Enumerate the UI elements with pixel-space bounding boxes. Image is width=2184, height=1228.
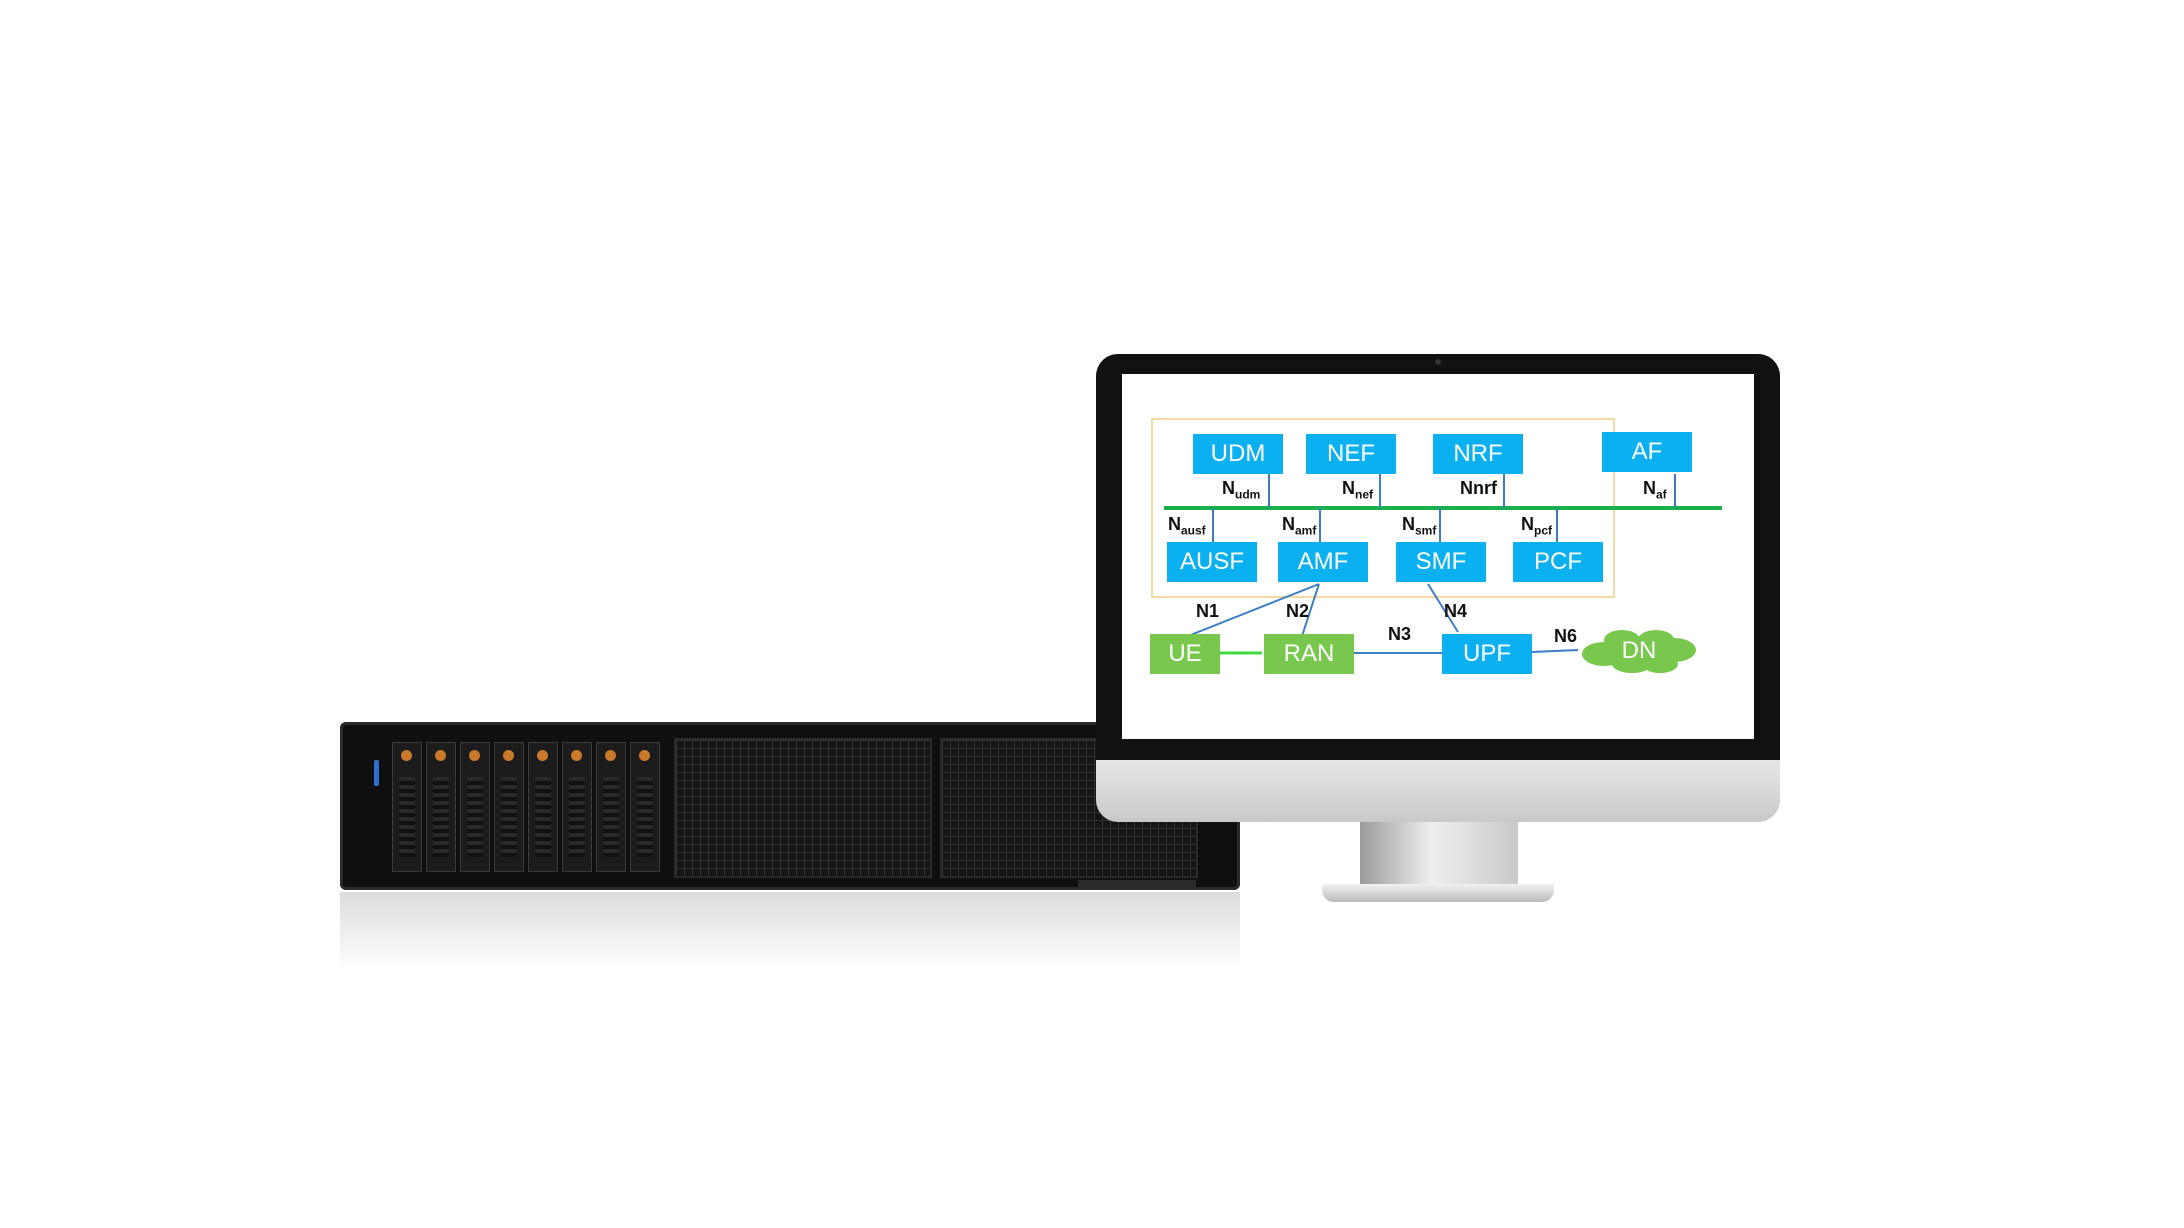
amf-node: AMF <box>1278 542 1368 582</box>
ausf-node: AUSF <box>1167 542 1257 582</box>
nausf-label: Nausf <box>1168 514 1206 538</box>
n1-label: N1 <box>1196 601 1220 621</box>
drive-bay <box>426 742 456 872</box>
monitor-chin <box>1096 760 1780 822</box>
drive-bay <box>392 742 422 872</box>
status-led <box>374 760 379 786</box>
vent-grille-left <box>674 738 932 878</box>
drive-bay <box>528 742 558 872</box>
nrf-node: NRF <box>1433 434 1523 474</box>
af-node: AF <box>1602 432 1692 472</box>
pcf-node: PCF <box>1513 542 1603 582</box>
n1-link <box>1187 583 1320 637</box>
npcf-label: Npcf <box>1521 514 1552 538</box>
n6-label: N6 <box>1554 626 1578 646</box>
server-badge <box>1078 880 1196 890</box>
nnrf-label: Nnrf <box>1460 478 1497 498</box>
n2-link <box>1301 583 1320 637</box>
ran-node: RAN <box>1264 634 1354 674</box>
smf-node: SMF <box>1396 542 1486 582</box>
dn-cloud <box>1582 630 1696 673</box>
drive-bay <box>596 742 626 872</box>
n6-link <box>1531 649 1579 653</box>
n3-label: N3 <box>1388 624 1412 644</box>
server-reflection <box>340 892 1240 970</box>
nudm-label: Nudm <box>1222 478 1261 502</box>
camera-icon <box>1435 359 1441 365</box>
ue-node: UE <box>1150 634 1220 674</box>
dn-node: DN <box>1621 637 1657 664</box>
namf-label: Namf <box>1282 514 1317 538</box>
monitor-screen: UDM NEF NRF AF AUSF AMF SMF PCF UE RAN U… <box>1122 374 1754 739</box>
upf-node: UPF <box>1442 634 1532 674</box>
n2-label: N2 <box>1286 601 1310 621</box>
nef-node: NEF <box>1306 434 1396 474</box>
monitor-stand <box>1360 822 1518 888</box>
drive-bay <box>630 742 660 872</box>
monitor-base <box>1322 884 1554 902</box>
rack-server <box>340 722 1240 890</box>
nnef-label: Nnef <box>1342 478 1373 502</box>
naf-label: Naf <box>1643 478 1667 502</box>
n4-link <box>1427 583 1459 633</box>
drive-bay <box>494 742 524 872</box>
n4-label: N4 <box>1444 601 1468 621</box>
diagram-lines <box>1151 418 1722 673</box>
drive-bay <box>562 742 592 872</box>
udm-node: UDM <box>1193 434 1283 474</box>
nsmf-label: Nsmf <box>1402 514 1437 538</box>
drive-bay <box>460 742 490 872</box>
